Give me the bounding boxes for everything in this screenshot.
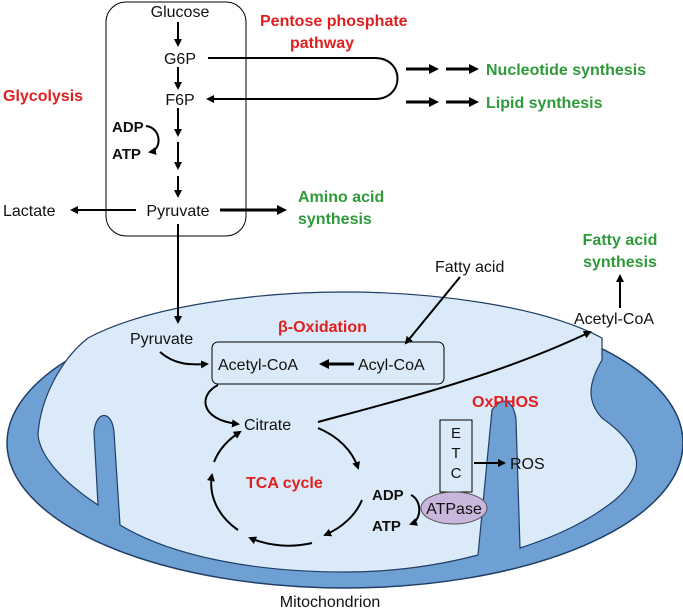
amino-acid-label-line2: synthesis [298,211,372,228]
citrate-label: Citrate [244,417,291,434]
pentose-phosphate-label-line1: Pentose phosphate [260,13,408,30]
acyl-coa-label: Acyl-CoA [358,357,425,374]
beta-oxidation-label: β-Oxidation [278,319,367,336]
adp-atp-curved-arrow [145,125,160,155]
fatty-acid-synthesis-label-line2: synthesis [583,254,657,271]
oxphos-label: OxPHOS [472,394,539,411]
mitochondrion-label: Mitochondrion [280,594,381,611]
atp-top-label: ATP [112,146,141,163]
acetyl-coa-label: Acetyl-CoA [218,357,298,374]
lipid-synthesis-label: Lipid synthesis [486,95,603,112]
pyruvate-to-acetylcoa-arrow [159,351,209,369]
glycolysis-label: Glycolysis [3,88,83,105]
citrate-to-acetylcoa-export-arrow [317,330,592,423]
pyruvate-cytosol-label: Pyruvate [146,203,209,220]
ros-label: ROS [510,456,545,473]
tca-arc [323,499,363,537]
pentose-phosphate-label-line2: pathway [290,35,354,52]
atpase-complex [420,491,488,525]
f6p-label: F6P [165,92,194,109]
nucleotide-synthesis-label: Nucleotide synthesis [486,62,646,79]
amino-acid-label-line1: Amino acid [298,189,384,206]
etc-letter-c: C [451,465,462,482]
g6p-label: G6P [164,51,196,68]
adp-bottom-label: ADP [372,487,404,504]
etc-letter-t: T [451,445,460,462]
atpase-label: ATPase [426,501,482,518]
adp-atp-bottom-arrow [409,494,421,526]
tca-arc [206,473,239,531]
mitochondrion [6,291,683,589]
glucose-label: Glucose [151,4,210,21]
pentose-phosphate-loop-arrow [206,57,399,103]
fatty-acid-synthesis-label-line1: Fatty acid [583,232,658,249]
lactate-label: Lactate [3,203,56,220]
pyruvate-mito-label: Pyruvate [130,331,193,348]
atp-bottom-label: ATP [372,518,401,535]
tca-arc [213,430,242,463]
fatty-acid-label: Fatty acid [435,259,504,276]
adp-top-label: ADP [112,119,144,136]
acetyl-coa-export-label: Acetyl-CoA [574,311,654,328]
etc-letter-e: E [451,425,461,442]
tca-cycle-label: TCA cycle [246,475,323,492]
tca-arc [317,427,361,470]
fattyacid-to-acylcoa-arrow [404,276,461,345]
acetylcoa-to-citrate-arrow [204,384,240,428]
glycolysis-box [105,1,247,237]
tca-arc [248,536,313,547]
